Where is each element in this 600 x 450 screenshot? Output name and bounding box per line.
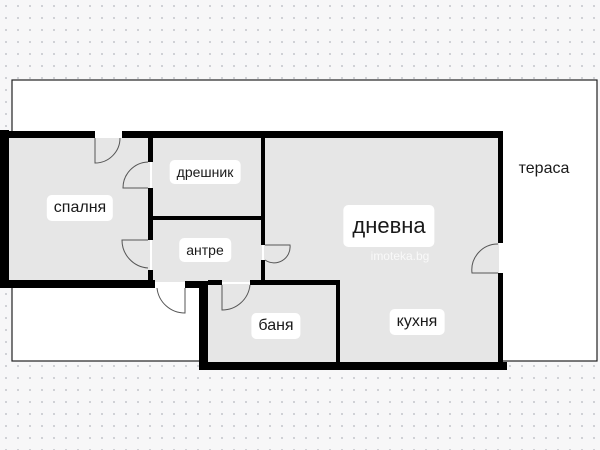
door-arc-terrace <box>471 243 499 274</box>
room-label-hallway: антре <box>179 238 231 262</box>
walls <box>0 130 507 370</box>
room-label-terrace: тераса <box>518 160 570 177</box>
door-arc-wardrobe <box>122 161 149 189</box>
door-arc-living <box>264 244 291 264</box>
watermark: imoteka.bg <box>370 249 430 263</box>
doors <box>94 137 499 314</box>
door-arc-bedroom-terrace <box>94 137 121 164</box>
door-arc-bathroom <box>221 284 251 311</box>
door-arc-bedroom <box>121 239 149 269</box>
room-label-bedroom: спалня <box>46 195 114 221</box>
room-label-kitchen: кухня <box>389 309 445 335</box>
room-label-wardrobe: дрешник <box>169 160 241 184</box>
door-arc-entrance <box>156 287 186 314</box>
room-label-living-room: дневна <box>343 205 435 247</box>
room-label-bathroom: баня <box>251 313 301 339</box>
